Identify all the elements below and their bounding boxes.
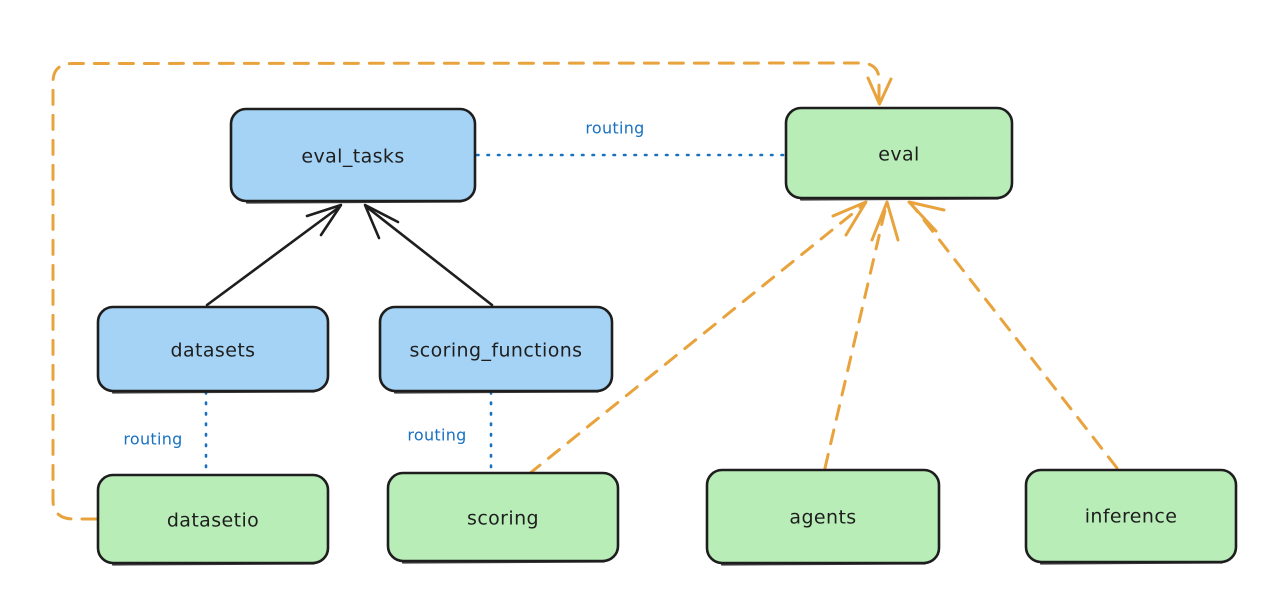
node-label-eval: eval [878,144,919,166]
arrowhead-scoring-functions-eval-tasks [363,203,400,240]
node-label-agents: agents [789,507,856,529]
arrowhead-inference-eval [907,200,946,233]
node-label-datasets: datasets [171,340,256,362]
arrowhead-agents-eval [870,200,900,242]
node-scoring-functions[interactable]: scoring_functions [378,305,614,394]
arrowhead-datasetio-eval [866,76,893,106]
node-layer: eval_tasks eval datasets scoring_functio… [96,106,1238,566]
edge-scoring-functions-to-eval-tasks [363,203,494,307]
node-inference[interactable]: inference [1024,468,1238,565]
node-datasets[interactable]: datasets [96,305,330,394]
node-label-eval-tasks: eval_tasks [301,146,404,168]
node-agents[interactable]: agents [705,468,941,566]
node-label-scoring: scoring [467,508,539,530]
edge-label-layer: routing routing routing [123,119,644,449]
edge-datasets-to-eval-tasks [205,203,343,307]
edge-layer [51,61,1119,521]
node-eval[interactable]: eval [784,106,1014,201]
edge-label-routing-datasets: routing [123,430,182,449]
node-label-datasetio: datasetio [167,510,259,532]
node-datasetio[interactable]: datasetio [96,473,330,566]
edge-agents-to-eval [823,200,900,470]
node-label-scoring-functions: scoring_functions [410,340,583,362]
edge-datasetio-to-eval [51,61,893,521]
edge-inference-to-eval [907,200,1119,470]
node-label-inference: inference [1085,506,1178,528]
node-eval-tasks[interactable]: eval_tasks [229,107,477,204]
node-scoring[interactable]: scoring [386,471,620,564]
arrowhead-scoring-eval [831,200,868,237]
edge-label-routing-scoring-functions: routing [407,426,466,445]
edge-label-routing-eval-tasks: routing [585,119,644,138]
edge-scoring-to-eval [527,200,868,476]
arrowhead-datasets-eval-tasks [305,203,343,237]
